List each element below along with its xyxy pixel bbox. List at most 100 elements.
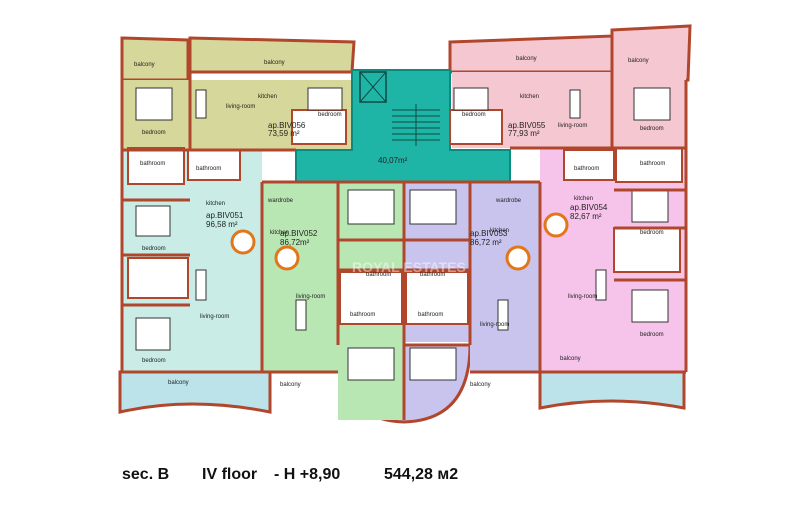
- room-label-bedroom: bedroom: [640, 126, 664, 132]
- room-label-bathroom: bathroom: [574, 166, 599, 172]
- room-label-kitchen: kitchen: [258, 94, 277, 100]
- bed-icon: [135, 87, 173, 121]
- sofa-icon: [195, 89, 207, 119]
- apartment-area-biv054: 82,67 m²: [570, 212, 602, 221]
- balcony-top-right: [448, 34, 614, 74]
- room-label-balcony: balcony: [560, 356, 581, 362]
- room-label-living-room: living-room: [296, 294, 325, 300]
- bed-icon: [347, 189, 395, 225]
- zone-biv053-b: [470, 182, 540, 372]
- room-label-bedroom: bedroom: [462, 112, 486, 118]
- beds: [135, 87, 671, 381]
- room-label-bathroom: bathroom: [420, 272, 445, 278]
- apartment-name-biv054: ap.BIV054: [570, 203, 608, 212]
- room-label-balcony: balcony: [264, 60, 285, 66]
- room-label-bathroom: bathroom: [640, 161, 665, 167]
- bath-cl: [187, 149, 241, 181]
- bed-icon: [453, 87, 489, 111]
- room-label-bathroom: bathroom: [140, 161, 165, 167]
- room-label-bathroom: bathroom: [350, 312, 375, 318]
- rooms: [127, 109, 683, 325]
- common-area-label: 40,07m²: [378, 156, 408, 165]
- balcony-top-right-2: [610, 24, 692, 82]
- apartment-area-biv056: 73,59 m²: [268, 129, 300, 138]
- bed-icon: [631, 189, 669, 223]
- apartment-name-biv053: ap.BIV053: [470, 229, 508, 238]
- bath-cr: [563, 149, 615, 181]
- bath-52: [339, 271, 403, 325]
- room-label-wardrobe: wardrobe: [495, 198, 522, 204]
- dining-table-icon: [230, 229, 256, 255]
- labels: ap.BIV056 73,59 m² ap.BIV055 77,93 m² ap…: [134, 56, 665, 388]
- apartment-name-biv055: ap.BIV055: [508, 121, 546, 130]
- walls: [120, 72, 688, 420]
- bath-54: [613, 227, 681, 273]
- apartment-name-biv052: ap.BIV052: [280, 229, 318, 238]
- room-label-balcony: balcony: [134, 62, 155, 68]
- apartment-area-biv052: 86,72m²: [280, 238, 310, 247]
- zone-biv052: [262, 182, 338, 372]
- bath-51: [127, 257, 189, 299]
- bed-icon: [409, 189, 457, 225]
- room-label-bathroom: bathroom: [196, 166, 221, 172]
- room-label-balcony: balcony: [628, 58, 649, 64]
- bed-icon: [135, 317, 171, 351]
- room-label-balcony: balcony: [280, 382, 301, 388]
- height-label: - H +8,90: [274, 466, 341, 483]
- bath-55: [449, 109, 503, 145]
- room-label-bedroom: bedroom: [640, 332, 664, 338]
- room-label-bathroom: bathroom: [418, 312, 443, 318]
- bed-icon: [409, 347, 457, 381]
- bed-icon: [307, 87, 343, 111]
- room-label-bathroom: bathroom: [366, 272, 391, 278]
- bath-56b: [127, 147, 185, 185]
- balcony-top-left-2: [188, 36, 356, 74]
- stair-steps: [392, 104, 440, 146]
- bath-53: [405, 271, 469, 325]
- sofa-icon: [497, 299, 509, 331]
- room-label-kitchen: kitchen: [206, 201, 225, 207]
- room-label-living-room: living-room: [558, 123, 587, 129]
- dining-table-icon: [274, 245, 300, 271]
- apartment-zones: [122, 72, 686, 420]
- total-area-label: 544,28 м2: [384, 466, 459, 483]
- room-label-bedroom: bedroom: [142, 358, 166, 364]
- room-label-kitchen: kitchen: [520, 94, 539, 100]
- apartment-name-biv051: ap.BIV051: [206, 211, 244, 220]
- room-label-balcony: balcony: [168, 380, 189, 386]
- room-label-bedroom: bedroom: [142, 130, 166, 136]
- apartment-area-biv051: 96,58 m²: [206, 220, 238, 229]
- sofa-icon: [195, 269, 207, 301]
- room-label-balcony: balcony: [470, 382, 491, 388]
- room-label-bedroom: bedroom: [142, 246, 166, 252]
- plan-caption: sec. B IV floor - H +8,90 544,28 м2: [0, 466, 800, 496]
- room-label-balcony: balcony: [516, 56, 537, 62]
- sofas: [195, 89, 607, 331]
- sofa-icon: [595, 269, 607, 301]
- section-label: sec. B: [122, 466, 170, 483]
- room-label-bedroom: bedroom: [640, 230, 664, 236]
- balcony-top-left: [120, 36, 190, 82]
- balcony-bottom-left: [118, 370, 272, 414]
- bed-icon: [633, 87, 671, 121]
- balcony-bottom-right: [538, 370, 686, 410]
- room-label-wardrobe: wardrobe: [267, 198, 294, 204]
- watermark: ROYAL ESTATES: [352, 259, 466, 275]
- room-label-kitchen: kitchen: [574, 196, 593, 202]
- apartment-name-biv056: ap.BIV056: [268, 121, 306, 130]
- room-label-kitchen: kitchen: [490, 228, 509, 234]
- bed-icon: [347, 347, 395, 381]
- room-label-living-room: living-room: [568, 294, 597, 300]
- dining-table-icon: [543, 212, 569, 238]
- room-label-bedroom: bedroom: [318, 112, 342, 118]
- apartment-area-biv053: 86,72 m²: [470, 238, 502, 247]
- room-label-living-room: living-room: [480, 322, 509, 328]
- apartment-area-biv055: 77,93 m²: [508, 129, 540, 138]
- room-label-living-room: living-room: [226, 104, 255, 110]
- room-label-living-room: living-room: [200, 314, 229, 320]
- dining-tables: [230, 212, 569, 271]
- bed-icon: [135, 205, 171, 237]
- dining-table-icon: [505, 245, 531, 271]
- floor-label: IV floor: [202, 466, 258, 483]
